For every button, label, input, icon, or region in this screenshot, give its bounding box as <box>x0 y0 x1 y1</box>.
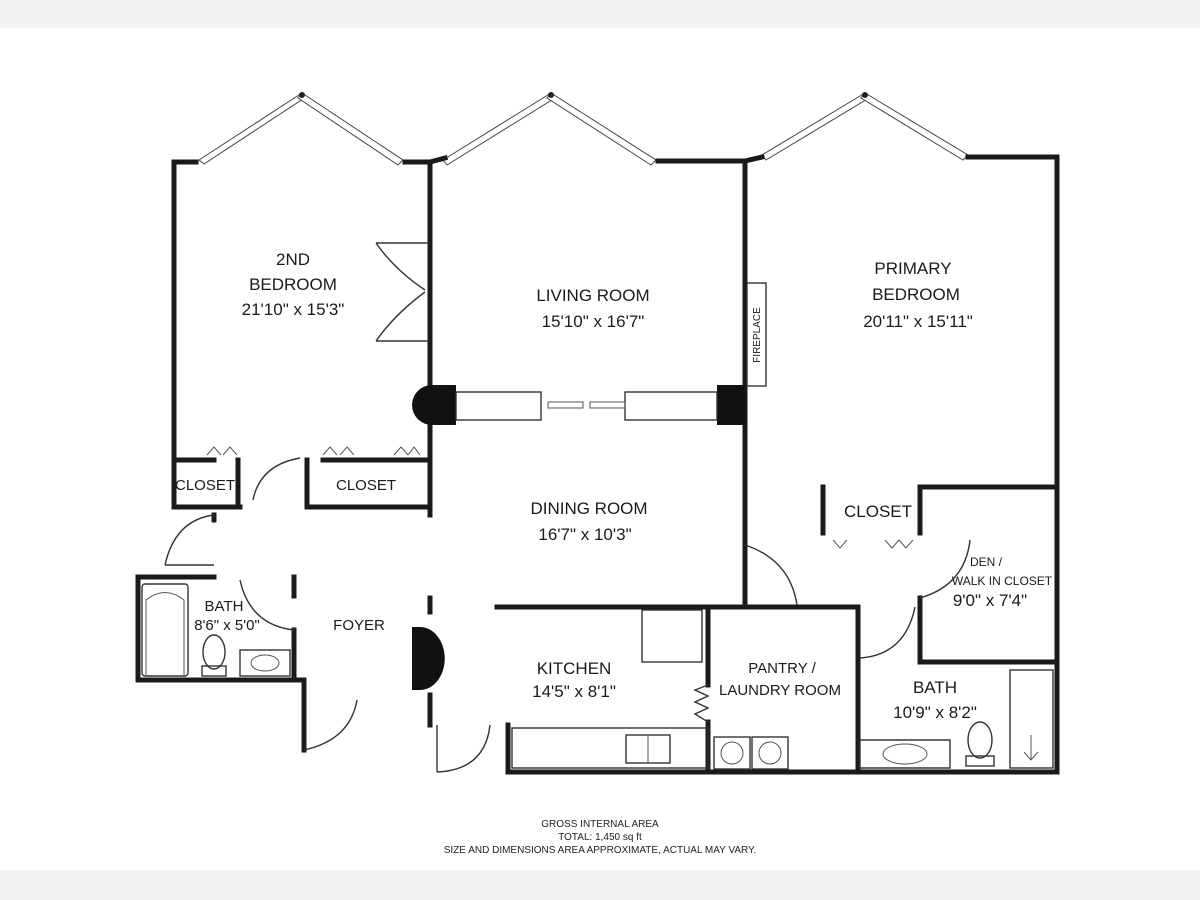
den-line2: WALK IN CLOSET <box>952 574 1053 588</box>
kitchen-dims: 14'5" x 8'1" <box>532 682 616 701</box>
bath-small-name: BATH <box>205 598 244 615</box>
living-room-name: LIVING ROOM <box>536 286 649 305</box>
pantry-line1: PANTRY / <box>748 660 816 677</box>
gross-area-title: GROSS INTERNAL AREA <box>541 819 659 830</box>
den-dims: 9'0" x 7'4" <box>953 591 1027 610</box>
fixtures <box>141 583 1054 770</box>
closet-mid-label: CLOSET <box>336 477 396 494</box>
primary-bedroom-line2: BEDROOM <box>872 285 960 304</box>
second-bedroom-line2: BEDROOM <box>249 275 337 294</box>
total-area: TOTAL: 1,450 sq ft <box>558 832 642 843</box>
floor-plan-sheet <box>0 28 1200 870</box>
primary-bedroom-line1: PRIMARY <box>874 259 951 278</box>
bay-windows <box>198 92 969 166</box>
living-room-dims: 15'10" x 16'7" <box>542 312 645 331</box>
dining-room-name: DINING ROOM <box>530 499 647 518</box>
fireplace-label: FIREPLACE <box>752 307 763 363</box>
second-bedroom-dims: 21'10" x 15'3" <box>242 300 345 319</box>
primary-bedroom-dims: 20'11" x 15'11" <box>863 312 973 331</box>
walls <box>135 153 1060 775</box>
closet-right-label: CLOSET <box>844 502 912 521</box>
foyer-label: FOYER <box>333 617 385 634</box>
dining-room-dims: 16'7" x 10'3" <box>538 525 631 544</box>
bath-large-dims: 10'9" x 8'2" <box>893 703 977 722</box>
pantry-line2: LAUNDRY ROOM <box>719 682 841 699</box>
sliding-partition <box>455 391 718 421</box>
bath-large-name: BATH <box>913 678 957 697</box>
doors <box>164 242 971 773</box>
area-footer: GROSS INTERNAL AREA TOTAL: 1,450 sq ft S… <box>0 818 1200 857</box>
kitchen-name: KITCHEN <box>537 659 612 678</box>
structural-columns <box>412 385 745 690</box>
fireplace-box <box>746 282 767 387</box>
den-line1: DEN / <box>970 555 1003 569</box>
closet-left-label: CLOSET <box>175 477 235 494</box>
disclaimer: SIZE AND DIMENSIONS AREA APPROXIMATE, AC… <box>443 845 757 856</box>
second-bedroom-line1: 2ND <box>276 250 310 269</box>
bath-small-dims: 8'6" x 5'0" <box>194 617 260 634</box>
room-labels: 2ND BEDROOM 21'10" x 15'3" LIVING ROOM 1… <box>175 250 1053 722</box>
